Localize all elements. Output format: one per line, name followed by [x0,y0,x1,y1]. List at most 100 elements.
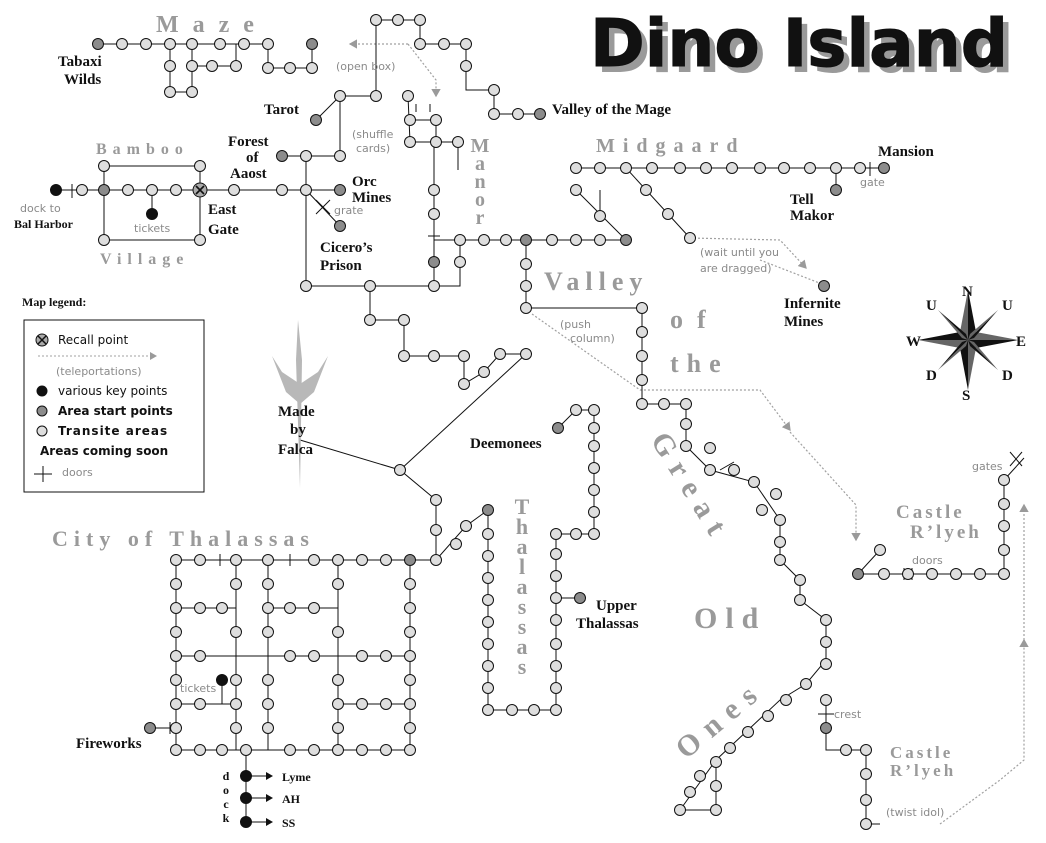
transit-node [170,674,182,686]
area-start-node [334,184,346,196]
area-label-castle-rlyeh-1a: Castle [896,502,965,523]
transit-node [570,528,582,540]
area-label-castle-rlyeh-2b: R’lyeh [890,761,956,780]
transit-node [588,440,600,452]
compass-d1: D [926,368,937,384]
transit-node [146,184,158,196]
transit-node [570,234,582,246]
transit-node [230,626,242,638]
transit-node [230,60,242,72]
note-push-2: column) [570,332,615,345]
transit-node [860,744,872,756]
transit-node [428,350,440,362]
transit-node [780,694,792,706]
transit-node [550,528,562,540]
transit-node [284,744,296,756]
transit-node [404,674,416,686]
transit-node [276,184,288,196]
place-forest-1: Forest [228,134,269,150]
transit-node [478,366,490,378]
transit-node [170,554,182,566]
transit-node [550,682,562,694]
transit-node [998,568,1010,580]
transit-node [230,578,242,590]
transit-node [546,234,558,246]
place-infernite-1: Infernite [784,296,841,312]
transit-node [482,704,494,716]
transit-node [820,614,832,626]
transit-node [550,614,562,626]
transit-node [140,38,152,50]
transit-node [460,60,472,72]
area-start-node [404,554,416,566]
transit-node [194,602,206,614]
area-start-node [482,504,494,516]
area-start-node [144,722,156,734]
transit-node [186,60,198,72]
key-point-node [216,674,228,686]
transit-node [710,804,722,816]
place-tell-makor-1: Tell [790,192,814,208]
area-start-node [820,722,832,734]
recall-icon [195,185,205,195]
transit-node [874,544,886,556]
place-orc-2: Mines [352,190,391,206]
transit-node [98,160,110,172]
transit-node [550,638,562,650]
note-shuffle-2: cards) [356,142,390,155]
transit-node [404,626,416,638]
transit-node [98,234,110,246]
note-twist-idol: (twist idol) [886,806,944,819]
area-label-valley: Valley [544,267,648,296]
transit-node [506,704,518,716]
transit-node [570,162,582,174]
transit-node [194,160,206,172]
transit-node [170,650,182,662]
transit-node [680,418,692,430]
compass-rose [918,290,1018,390]
map-nodes [50,14,1010,830]
transit-node [122,184,134,196]
transit-node [230,722,242,734]
svg-text:dock: dock [223,769,230,825]
area-start-node [620,234,632,246]
place-forest-2: of [246,150,260,166]
credit-falca: Falca [278,442,313,458]
transit-node [332,722,344,734]
transit-node [902,568,914,580]
transit-node [482,660,494,672]
transit-node [170,626,182,638]
place-tabaxi-1: Tabaxi [58,54,102,70]
area-start-node [574,592,586,604]
transit-node [620,162,632,174]
transit-node [404,136,416,148]
transit-node [394,464,406,476]
transit-node [194,234,206,246]
transit-node [230,698,242,710]
transit-node [820,694,832,706]
place-orc-1: Orc [352,174,377,190]
map-title-shadow: Dino Island [596,11,1014,88]
key-point-node [240,770,252,782]
transit-node [170,578,182,590]
note-crest: crest [834,708,862,721]
transit-node [404,744,416,756]
transit-node [588,404,600,416]
note-wait-2: are dragged) [700,262,772,275]
transit-node [778,162,790,174]
transit-node [762,710,774,722]
transit-node [694,770,706,782]
transit-node [860,818,872,830]
legend-coming-soon: Areas coming soon [40,444,168,458]
area-start-node [98,184,110,196]
area-label-castle-rlyeh-2a: Castle [890,743,953,762]
transit-node [262,722,274,734]
transit-node [528,704,540,716]
transit-node [550,704,562,716]
legend-doors: doors [62,466,93,479]
transit-node [636,374,648,386]
transit-node [404,578,416,590]
transit-node [998,474,1010,486]
transit-node [950,568,962,580]
